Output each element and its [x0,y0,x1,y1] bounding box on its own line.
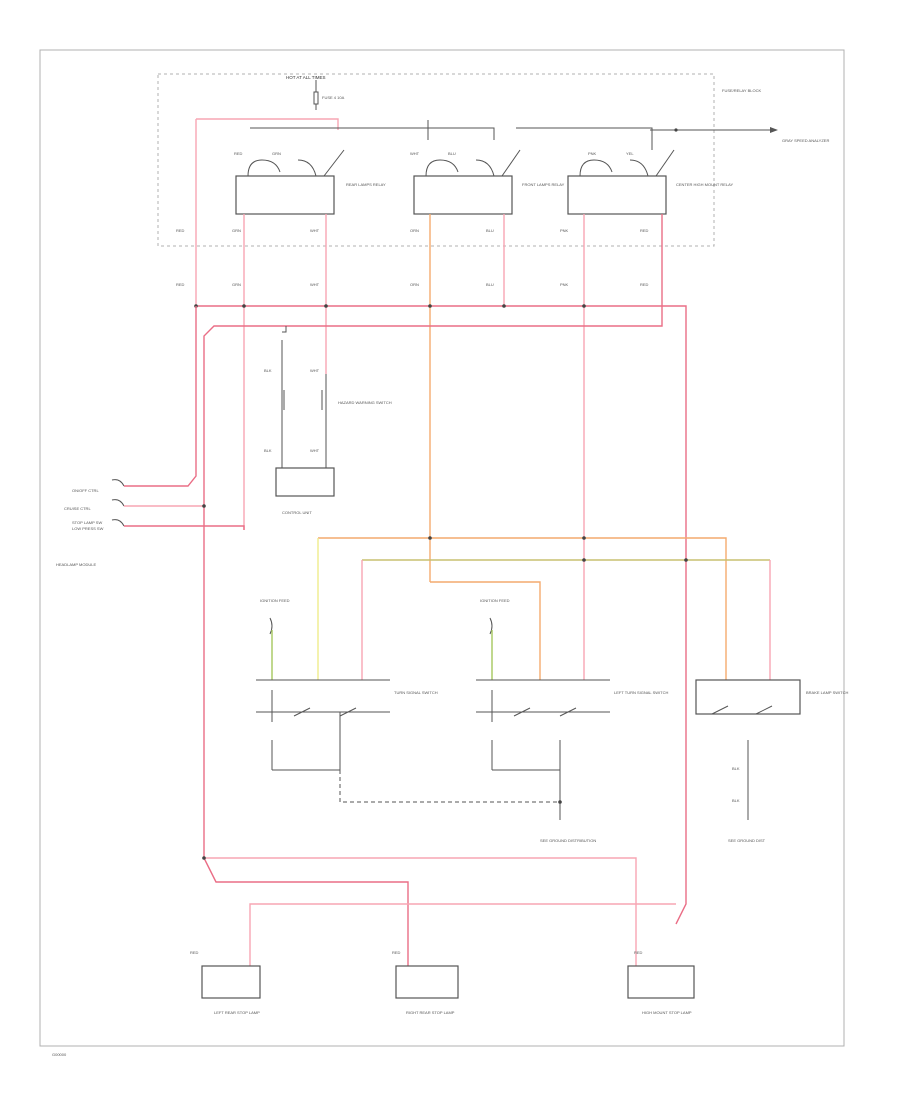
svg-text:RED: RED [176,228,185,233]
lamp-middle-label: RIGHT REAR STOP LAMP [406,1010,455,1015]
svg-text:PNK: PNK [560,282,569,287]
control-unit-label: CONTROL UNIT [282,510,312,515]
left-connector: ON/OFF CTRL CRUISE CTRL STOP LAMP SW LOW… [64,479,125,531]
fuse-label: FUSE 4 10A [322,95,345,100]
svg-text:RED: RED [640,228,649,233]
relay-front-lamps [413,149,521,215]
turn-signal-switch-middle: IGNITION FEED [476,598,610,771]
lamp-high-mount: RED [627,950,695,999]
svg-text:GRN: GRN [272,151,281,156]
relay-center-high-mount [567,149,675,215]
svg-text:ORN: ORN [410,282,419,287]
svg-text:IGNITION FEED: IGNITION FEED [480,598,510,603]
svg-text:BLU: BLU [486,228,494,233]
svg-text:GRN: GRN [232,282,241,287]
lamp-left-label: LEFT REAR STOP LAMP [214,1010,260,1015]
switch-left-label: TURN SIGNAL SWITCH [394,690,438,695]
figure-code: G00000 [52,1052,67,1057]
fuse-block-top-label: HOT AT ALL TIMES [286,75,326,80]
relay-center-label: CENTER HIGH MOUNT RELAY [676,182,734,187]
svg-text:PNK: PNK [588,151,597,156]
ground-reference-top: GRAY SPEED ANALYZER [782,138,829,143]
svg-text:YEL: YEL [626,151,634,156]
svg-text:BLU: BLU [448,151,456,156]
relay-rear-lamps [235,149,345,215]
svg-text:IGNITION FEED: IGNITION FEED [260,598,290,603]
svg-text:BLK: BLK [732,798,740,803]
arrow-right-icon [770,127,778,133]
headlamp-module-label: HEADLAMP MODULE [56,562,96,567]
ground-right-label: SEE GROUND DIST [728,838,766,843]
svg-text:RED: RED [176,282,185,287]
control-unit-box [275,467,335,497]
svg-text:BLU: BLU [486,282,494,287]
relay-rear-label: REAR LAMPS RELAY [346,182,386,187]
relay-front-label: FRONT LAMPS RELAY [522,182,565,187]
svg-text:RED: RED [234,151,243,156]
svg-text:WHT: WHT [410,151,420,156]
fuse-icon [313,80,319,110]
svg-text:WHT: WHT [310,282,320,287]
svg-text:RED: RED [634,950,643,955]
svg-text:GRN: GRN [232,228,241,233]
diagram-frame [39,49,845,1047]
lamp-left-rear: RED [190,950,261,999]
svg-text:WHT: WHT [310,368,320,373]
svg-text:STOP LAMP SW: STOP LAMP SW [72,520,102,525]
fuse-block-title: FUSE/RELAY BLOCK [722,88,762,93]
svg-text:WHT: WHT [310,448,320,453]
brake-lamp-switch [695,679,801,820]
svg-text:RED: RED [392,950,401,955]
svg-text:WHT: WHT [310,228,320,233]
turn-signal-switch-left: IGNITION FEED [256,598,390,771]
switch-right-label: BRAKE LAMP SWITCH [806,690,848,695]
svg-text:CRUISE CTRL: CRUISE CTRL [64,506,91,511]
svg-text:ORN: ORN [410,228,419,233]
hazard-switch-label: HAZARD WARNING SWITCH [338,400,392,405]
svg-text:RED: RED [640,282,649,287]
svg-text:BLK: BLK [732,766,740,771]
svg-text:BLK: BLK [264,448,272,453]
switch-middle-label: LEFT TURN SIGNAL SWITCH [614,690,668,695]
svg-text:PNK: PNK [560,228,569,233]
svg-text:BLK: BLK [264,368,272,373]
svg-text:RED: RED [190,950,199,955]
ground-left-label: SEE GROUND DISTRIBUTION [540,838,596,843]
fuse-relay-block [157,73,715,247]
svg-text:LOW PRESS SW: LOW PRESS SW [72,526,104,531]
lamp-right-label: HIGH MOUNT STOP LAMP [642,1010,692,1015]
svg-text:ON/OFF CTRL: ON/OFF CTRL [72,488,99,493]
lamp-right-rear: RED [392,950,459,999]
